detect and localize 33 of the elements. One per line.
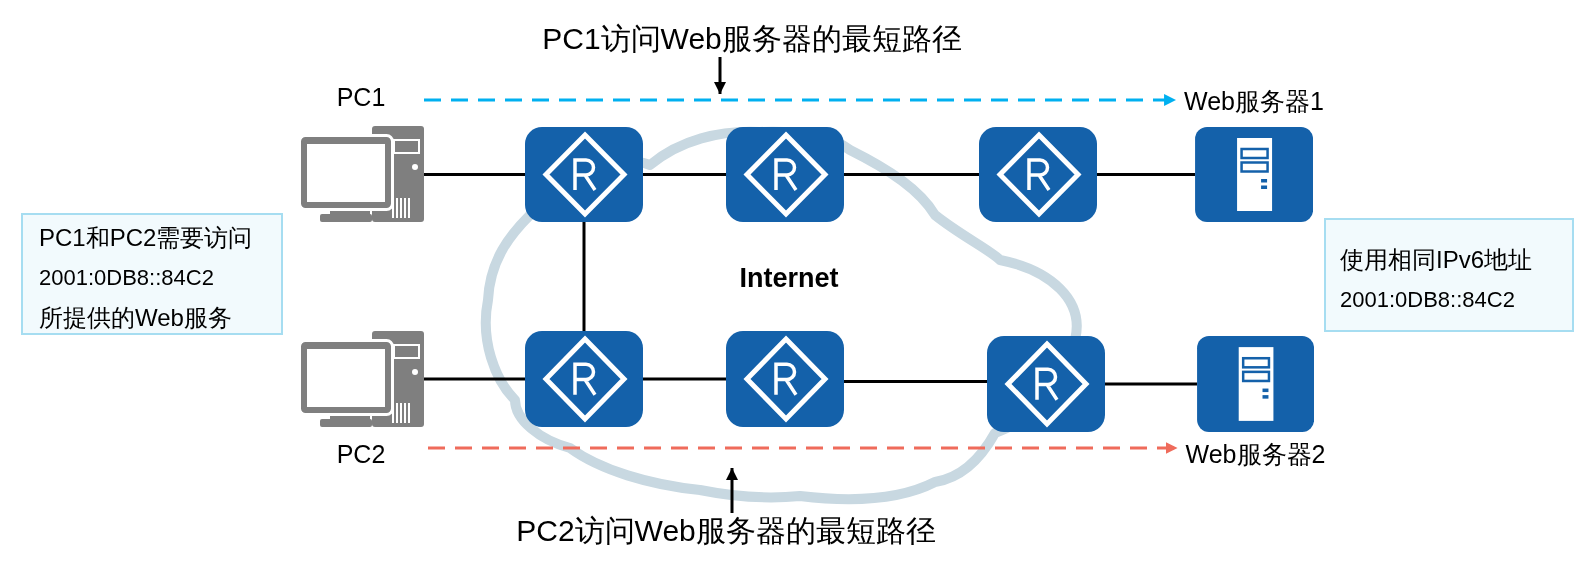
note-box (21, 213, 283, 335)
dashed-arrow (428, 442, 1178, 454)
caption-text: PC1访问Web服务器的最短路径 (542, 21, 962, 57)
note-box (1324, 218, 1574, 332)
connection-line (844, 380, 987, 383)
router-icon (979, 127, 1097, 222)
router-icon (726, 127, 844, 222)
device-label: Web服务器1 (1184, 86, 1324, 116)
cloud-label: Internet (739, 262, 839, 294)
note-text: 所提供的Web服务 (39, 303, 232, 333)
device-label: Web服务器2 (1185, 439, 1326, 469)
connection-line (1105, 382, 1197, 386)
leader-arrow (726, 468, 738, 513)
leader-arrow (714, 57, 726, 94)
connection-line (643, 173, 726, 176)
router-icon (726, 331, 844, 427)
note-text: 使用相同IPv6地址 (1340, 245, 1533, 275)
note-text: 2001:0DB8::84C2 (1340, 286, 1515, 314)
router-icon (987, 336, 1105, 432)
connection-line (424, 377, 525, 381)
connection-line (424, 173, 525, 176)
connection-line (582, 222, 586, 331)
connection-line (1097, 173, 1195, 176)
caption-text: PC2访问Web服务器的最短路径 (516, 513, 936, 549)
note-text: 2001:0DB8::84C2 (39, 264, 214, 292)
dashed-arrow (424, 94, 1177, 106)
router-icon (525, 331, 643, 427)
device-label: PC1 (336, 82, 386, 112)
connection-line (643, 377, 726, 381)
note-text: PC1和PC2需要访问 (39, 223, 253, 253)
router-icon (525, 127, 643, 222)
connection-line (844, 173, 979, 176)
device-label: PC2 (336, 439, 386, 469)
